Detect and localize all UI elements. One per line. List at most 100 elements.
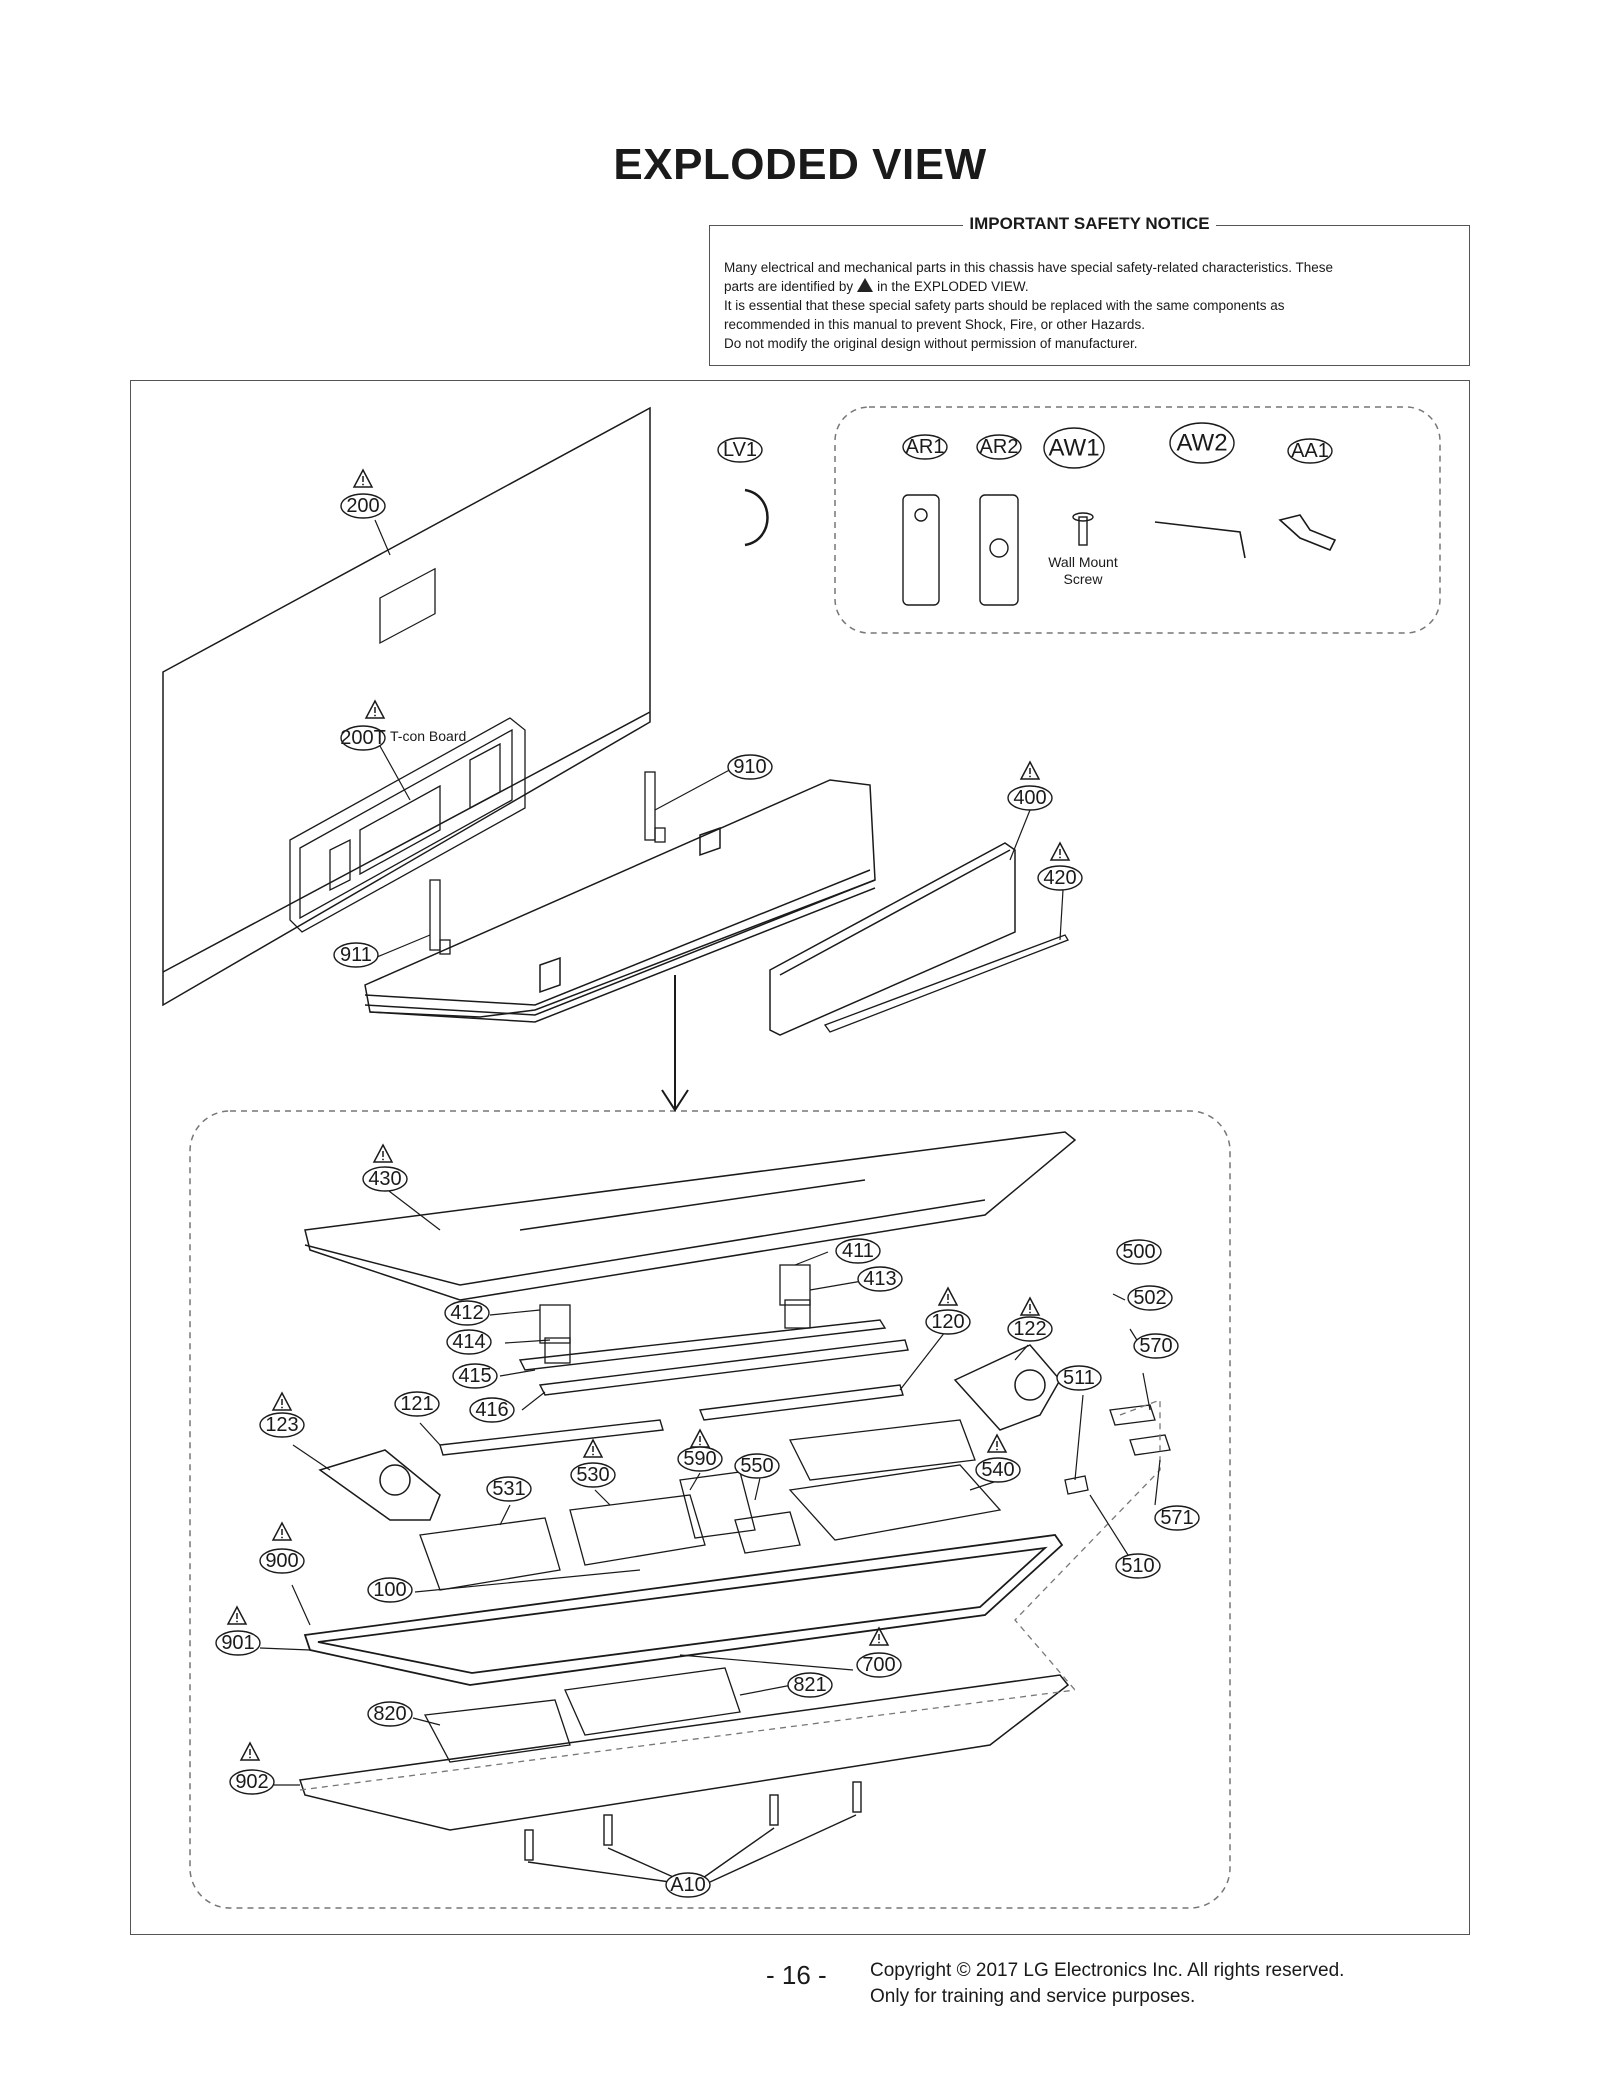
warning-triangle-icon [583,1439,603,1458]
part-label-123: 123 [265,1414,298,1436]
part-label-820: 820 [373,1703,406,1725]
part-label-511: 511 [1063,1367,1095,1389]
stand-body-drawing [364,779,876,1023]
wall-mount-label: Wall Mount [1048,554,1118,570]
part-label-413: 413 [863,1268,896,1290]
copyright-line: Only for training and service purposes. [870,1986,1196,2007]
accessories-box [834,406,1441,634]
leader-lines [259,519,1161,1786]
part-label-900: 900 [265,1550,298,1572]
part-label-540: 540 [981,1459,1014,1481]
screw-aw1-drawing [1072,512,1094,546]
copyright-notice: Copyright © 2017 LG Electronics Inc. All… [870,1958,1344,2010]
part-label-200T: 200T [340,727,386,749]
safety-notice-box: IMPORTANT SAFETY NOTICE Many electrical … [709,214,1470,366]
remote-ar1-drawing [902,494,940,606]
page-title: EXPLODED VIEW [613,140,987,189]
part-label-530: 530 [576,1464,609,1486]
callout-labels: 200 200T T-con Board 910 400 420 911 LV1… [221,430,1329,1897]
warning-triangle-icon [857,278,874,292]
notice-line: recommended in this manual to prevent Sh… [724,317,1145,332]
part-label-502: 502 [1133,1287,1166,1309]
part-label-AW1: AW1 [1048,435,1099,462]
warning-triangle-icon [272,1392,292,1411]
part-label-122: 122 [1013,1318,1046,1340]
cover-400-drawing [769,842,1016,1036]
warning-triangle-icon [272,1522,292,1541]
part-label-550: 550 [740,1455,773,1477]
part-label-531: 531 [492,1478,525,1500]
wrench-aw2-drawing [1154,521,1246,559]
warning-triangle-icon [373,1144,393,1163]
page-number: - 16 - [766,1960,827,1990]
remote-ar2-drawing [979,494,1019,606]
wall-mount-label: Screw [1064,571,1104,587]
notice-line: Do not modify the original design withou… [724,336,1138,351]
part-label-AA1: AA1 [1291,440,1329,462]
part-label-400: 400 [1013,787,1046,809]
notice-line: in the EXPLODED VIEW. [877,279,1029,294]
part-label-590: 590 [683,1448,716,1470]
part-label-AW2: AW2 [1176,430,1227,457]
part-label-902: 902 [235,1771,268,1793]
part-label-700: 700 [862,1654,895,1676]
diagram-frame [130,380,1470,1935]
tcon-board-drawing [289,567,526,933]
tcon-board-note: T-con Board [390,728,466,744]
part-label-415: 415 [458,1365,491,1387]
part-label-AR1: AR1 [906,436,945,458]
warning-triangle-icon [240,1742,260,1761]
strip-420-drawing [823,934,1069,1033]
part-label-LV1: LV1 [723,439,757,461]
part-label-570: 570 [1139,1335,1172,1357]
bracket-911-drawing [429,879,451,955]
down-arrow-icon [661,975,689,1112]
part-label-120: 120 [931,1311,964,1333]
part-label-500: 500 [1122,1241,1155,1263]
warning-triangle-icon [353,469,373,488]
warning-triangle-icon [690,1429,710,1448]
lv1-cable-drawing [744,488,769,547]
warning-triangle-icon [1020,1297,1040,1316]
notice-line: Many electrical and mechanical parts in … [724,260,1334,275]
stand-assembly-box [189,1110,1231,1909]
bracket-910-drawing [644,771,666,843]
part-label-416: 416 [475,1399,508,1421]
safety-notice-body: Many electrical and mechanical parts in … [724,258,1455,353]
warning-triangle-icon [1020,761,1040,780]
boards-drawing [419,1404,1171,1591]
warning-triangles [227,469,1070,1761]
speakers-drawing [318,1344,1061,1521]
plates-drawing [423,1667,741,1763]
part-label-420: 420 [1043,867,1076,889]
part-label-510: 510 [1121,1555,1154,1577]
part-label-910: 910 [733,756,766,778]
copyright-line: Copyright © 2017 LG Electronics Inc. All… [870,1960,1345,1981]
part-label-AR2: AR2 [980,436,1019,458]
part-label-411: 411 [842,1240,874,1262]
part-label-100: 100 [373,1579,406,1601]
frame-900-drawing [303,1534,1064,1686]
part-label-901: 901 [221,1632,254,1654]
brackets-411-414-drawing [539,1264,811,1364]
part-label-412: 412 [450,1302,483,1324]
part-label-414: 414 [452,1331,485,1353]
base-902-drawing [299,1674,1070,1831]
warning-triangle-icon [365,700,385,719]
warning-triangle-icon [1050,842,1070,861]
warning-triangle-icon [987,1434,1007,1453]
part-label-430: 430 [368,1168,401,1190]
part-label-911: 911 [340,944,372,966]
part-label-A10: A10 [670,1874,706,1896]
notice-line: parts are identified by [724,279,854,294]
panel-200-drawing [162,406,651,1007]
warning-triangle-icon [227,1606,247,1625]
notice-line: It is essential that these special safet… [724,298,1285,313]
safety-notice-heading: IMPORTANT SAFETY NOTICE [963,214,1216,233]
top-cover-430-drawing [304,1131,1077,1301]
bracket-aa1-drawing [1278,514,1337,552]
part-label-571: 571 [1160,1507,1193,1529]
part-label-821: 821 [793,1674,826,1696]
part-label-200: 200 [346,495,379,517]
